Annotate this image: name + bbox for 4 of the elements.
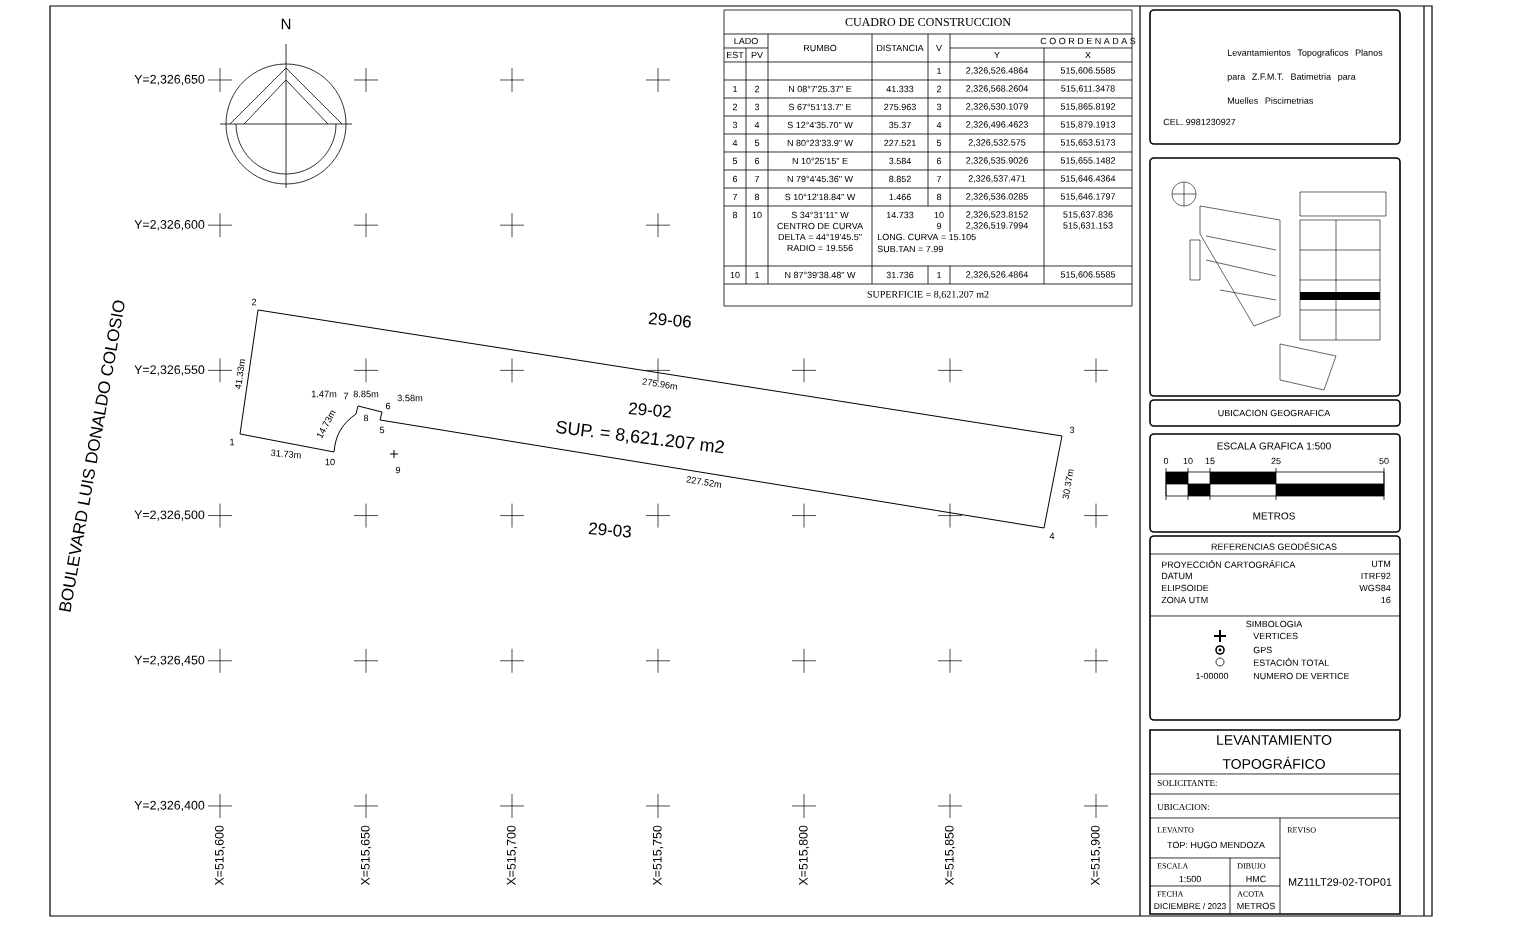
lot-number: 29-06 — [648, 312, 691, 328]
area-label: SUP. = 8,621.207 m2 — [556, 420, 724, 454]
lot-number: 29-03 — [588, 522, 631, 538]
lot-number: 29-02 — [628, 402, 671, 418]
